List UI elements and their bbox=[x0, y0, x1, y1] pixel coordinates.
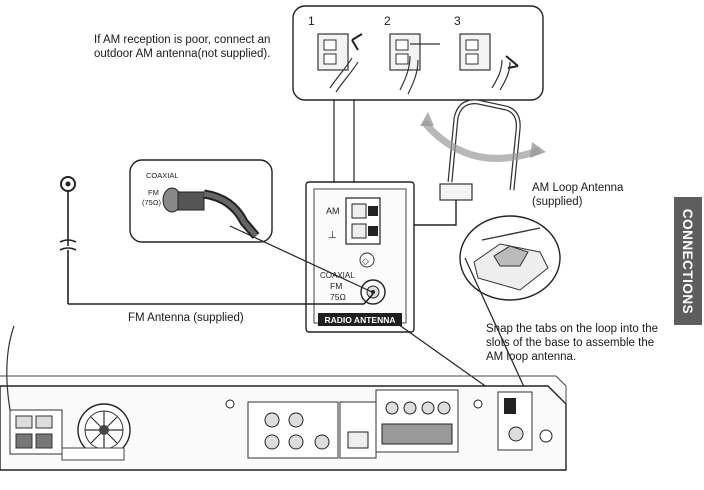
loop-base-detail bbox=[459, 215, 561, 301]
step-3-illustration: 3 bbox=[454, 14, 519, 91]
panel-title: RADIO ANTENNA bbox=[325, 315, 396, 325]
coax-detail-coaxial: COAXIAL bbox=[146, 171, 179, 180]
panel-ground-label: ⊥ bbox=[328, 230, 337, 241]
svg-text:◇: ◇ bbox=[362, 256, 369, 266]
main-unit-rear-panel bbox=[0, 325, 567, 471]
fan-icon bbox=[77, 403, 131, 457]
step-number-1: 1 bbox=[308, 14, 315, 28]
panel-ohm-label: 75Ω bbox=[330, 292, 346, 302]
connections-side-tab: CONNECTIONS bbox=[674, 197, 702, 325]
fm-antenna-wire bbox=[59, 176, 374, 305]
coax-detail-ohm: (75Ω) bbox=[142, 198, 161, 207]
panel-fm-label: FM bbox=[330, 281, 342, 291]
panel-am-label: AM bbox=[326, 206, 340, 216]
step-2-illustration: 2 bbox=[384, 14, 440, 95]
clip-steps-box: 1 2 3 bbox=[292, 5, 544, 101]
coax-detail-fm: FM bbox=[148, 188, 159, 197]
fm-antenna-label: FM Antenna (supplied) bbox=[128, 312, 244, 324]
am-loop-antenna-label: AM Loop Antenna (supplied) bbox=[532, 182, 624, 208]
loop-assembly-note: Snap the tabs on the loop into the slots… bbox=[486, 323, 658, 363]
coaxial-detail-bubble: COAXIAL FM (75Ω) bbox=[129, 159, 273, 243]
am-loop-antenna bbox=[420, 99, 546, 201]
am-outdoor-antenna-note: If AM reception is poor, connect an outd… bbox=[94, 34, 271, 60]
step-number-2: 2 bbox=[384, 14, 391, 28]
step-number-3: 3 bbox=[454, 14, 461, 28]
connections-tab-label: CONNECTIONS bbox=[680, 208, 696, 314]
step-1-illustration: 1 bbox=[308, 14, 363, 93]
radio-antenna-panel: AM ⊥ ◇ COAXIAL FM 75Ω RADIO ANTENNA bbox=[305, 181, 415, 333]
